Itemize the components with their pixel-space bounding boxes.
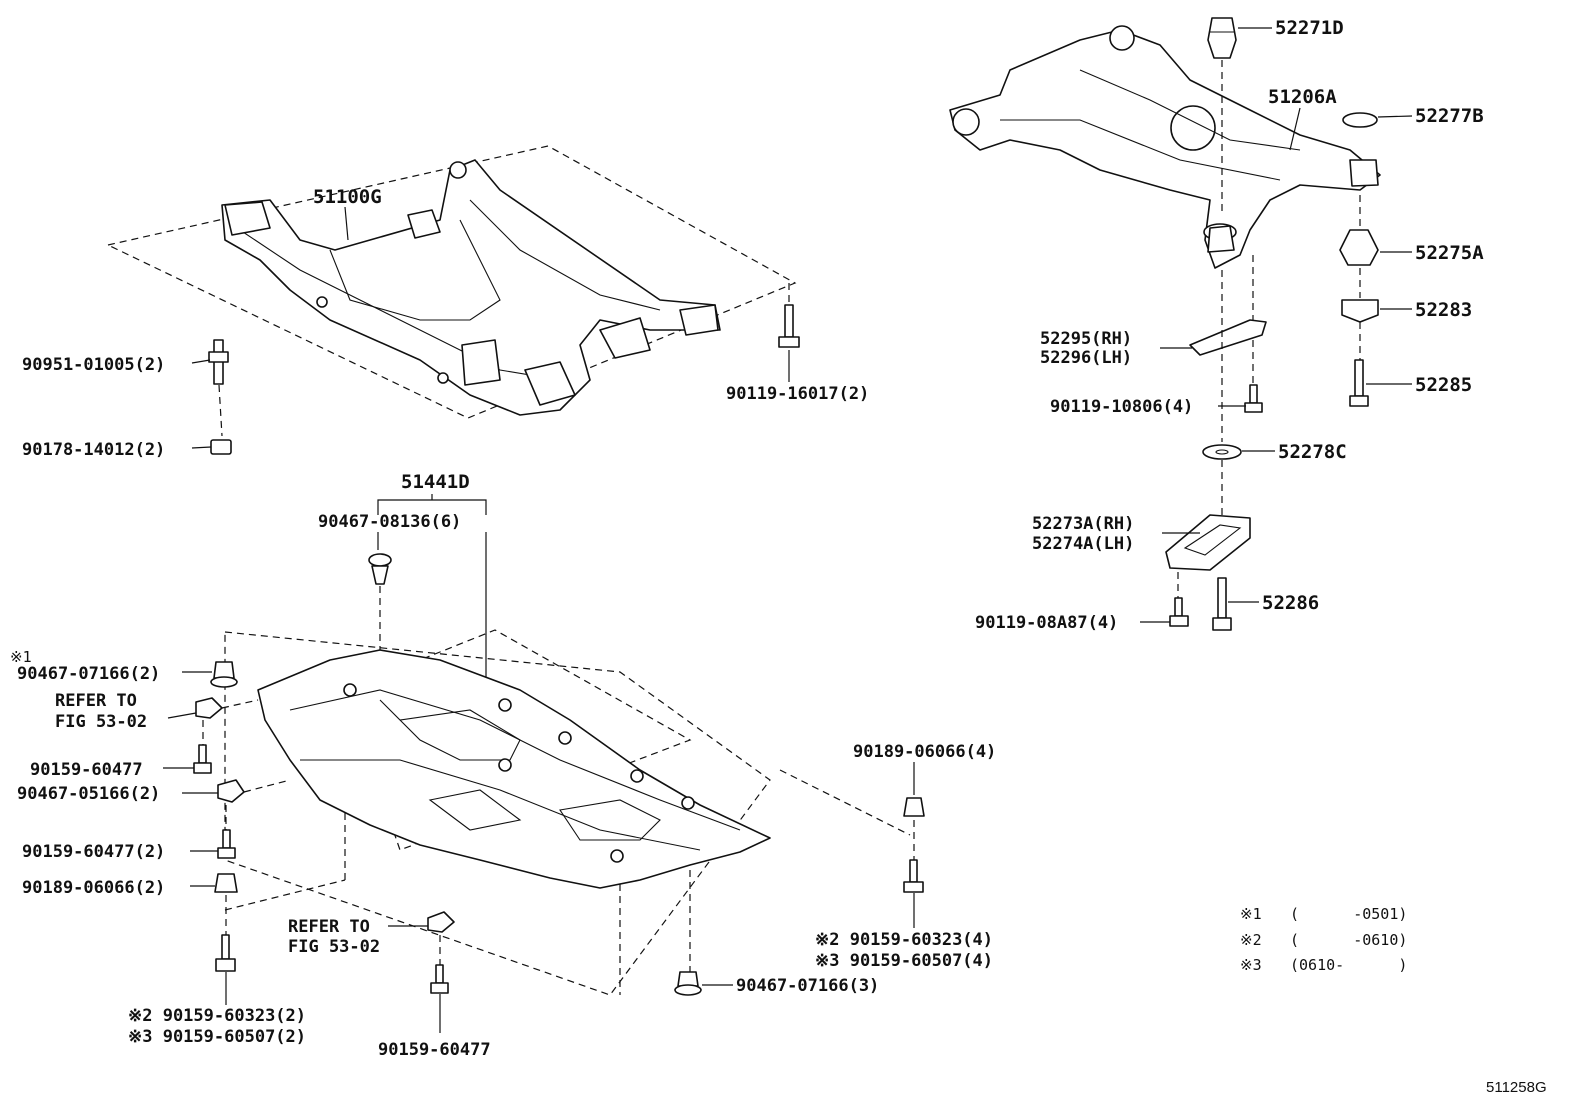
bushing-52275A[interactable] <box>1339 229 1379 266</box>
label-90467-05166: 90467-05166(2) <box>17 784 160 804</box>
label-90467-08136: 90467-08136(6) <box>318 512 461 532</box>
stay-52295-52296[interactable] <box>1189 319 1267 356</box>
clip-90467-08136[interactable] <box>368 553 392 585</box>
label-90159-60477-2: 90159-60477(2) <box>22 842 165 862</box>
nut-90467-05166[interactable] <box>217 779 245 803</box>
label-refer-to-1b: FIG 53-02 <box>55 712 147 732</box>
label-90159-60477-a: 90159-60477 <box>30 760 143 780</box>
stud-90951-01005[interactable] <box>208 339 229 385</box>
bolt-90159-60477-a[interactable] <box>193 744 212 774</box>
bolt-52286[interactable] <box>1212 577 1232 631</box>
label-90159-60477-b: 90159-60477 <box>378 1040 491 1060</box>
label-90467-07166-3: 90467-07166(3) <box>736 976 879 996</box>
clip-90467-07166-right[interactable] <box>674 971 702 996</box>
bolt-90119-10806[interactable] <box>1244 384 1263 413</box>
engine-under-cover[interactable] <box>257 649 771 889</box>
label-90159-60323-4: ※2 90159-60323(4) <box>815 930 993 950</box>
front-crossmember[interactable] <box>106 145 797 419</box>
clip-90467-07166-left[interactable] <box>210 661 238 688</box>
label-52273A: 52273A(RH) <box>1032 514 1134 534</box>
label-90951-01005: 90951-01005(2) <box>22 355 165 375</box>
spacer-52283[interactable] <box>1341 299 1379 323</box>
legend: ※1 ( -0501) ※2 ( -0610) ※3 (0610- ) <box>1240 905 1407 974</box>
figure-id: 511258G <box>1486 1079 1547 1096</box>
label-52278C: 52278C <box>1278 441 1347 463</box>
label-52285: 52285 <box>1415 374 1472 396</box>
label-51206A: 51206A <box>1268 86 1337 108</box>
stopper-52277B[interactable] <box>1342 112 1378 128</box>
label-90119-16017: 90119-16017(2) <box>726 384 869 404</box>
bolt-90119-08A87[interactable] <box>1169 597 1189 627</box>
nut-90178-14012[interactable] <box>210 439 232 455</box>
label-90119-10806: 90119-10806(4) <box>1050 397 1193 417</box>
label-90178-14012: 90178-14012(2) <box>22 440 165 460</box>
nut-refer-53-02-mid[interactable] <box>427 911 455 933</box>
bolt-90159-60323-2[interactable] <box>215 934 236 972</box>
note1-mark: ※1 <box>10 648 32 666</box>
label-52274A: 52274A(LH) <box>1032 534 1134 554</box>
label-90189-06066-2: 90189-06066(2) <box>22 878 165 898</box>
label-90119-08A87: 90119-08A87(4) <box>975 613 1118 633</box>
label-90189-06066-4: 90189-06066(4) <box>853 742 996 762</box>
label-refer-to-1a: REFER TO <box>55 691 137 711</box>
bushing-52271D[interactable] <box>1207 17 1237 59</box>
bolt-90159-60323-4[interactable] <box>903 859 924 893</box>
bracket-52273A-52274A[interactable] <box>1165 514 1251 571</box>
label-52271D: 52271D <box>1275 17 1344 39</box>
label-52277B: 52277B <box>1415 105 1484 127</box>
rear-crossmember[interactable] <box>949 25 1381 269</box>
bolt-52285[interactable] <box>1349 359 1369 407</box>
label-52296: 52296(LH) <box>1040 348 1132 368</box>
bolt-90159-60477-2[interactable] <box>217 829 236 859</box>
washer-52278C[interactable] <box>1202 444 1242 460</box>
nut-90189-06066-2[interactable] <box>214 873 238 893</box>
label-90159-60323-2: ※2 90159-60323(2) <box>128 1006 306 1026</box>
legend-range-1: ( -0501) <box>1290 905 1407 923</box>
label-51441D: 51441D <box>401 471 470 493</box>
nut-90189-06066-4[interactable] <box>903 797 925 817</box>
label-90467-07166-2: 90467-07166(2) <box>17 664 160 684</box>
nut-refer-53-02-left[interactable] <box>195 697 223 719</box>
label-refer-to-2b: FIG 53-02 <box>288 937 380 957</box>
legend-range-2: ( -0610) <box>1290 931 1407 949</box>
legend-mark-2: ※2 <box>1240 931 1262 949</box>
label-52283: 52283 <box>1415 299 1472 321</box>
bolt-90119-16017[interactable] <box>778 304 800 348</box>
bolt-90159-60477-b[interactable] <box>430 964 449 994</box>
label-52295: 52295(RH) <box>1040 329 1132 349</box>
label-52286: 52286 <box>1262 592 1319 614</box>
label-51100G: 51100G <box>313 186 382 208</box>
label-refer-to-2a: REFER TO <box>288 917 370 937</box>
label-90159-60507-4: ※3 90159-60507(4) <box>815 951 993 971</box>
legend-mark-3: ※3 <box>1240 956 1262 974</box>
label-52275A: 52275A <box>1415 242 1484 264</box>
legend-mark-1: ※1 <box>1240 905 1262 923</box>
legend-range-3: (0610- ) <box>1290 956 1407 974</box>
label-90159-60507-2: ※3 90159-60507(2) <box>128 1027 306 1047</box>
